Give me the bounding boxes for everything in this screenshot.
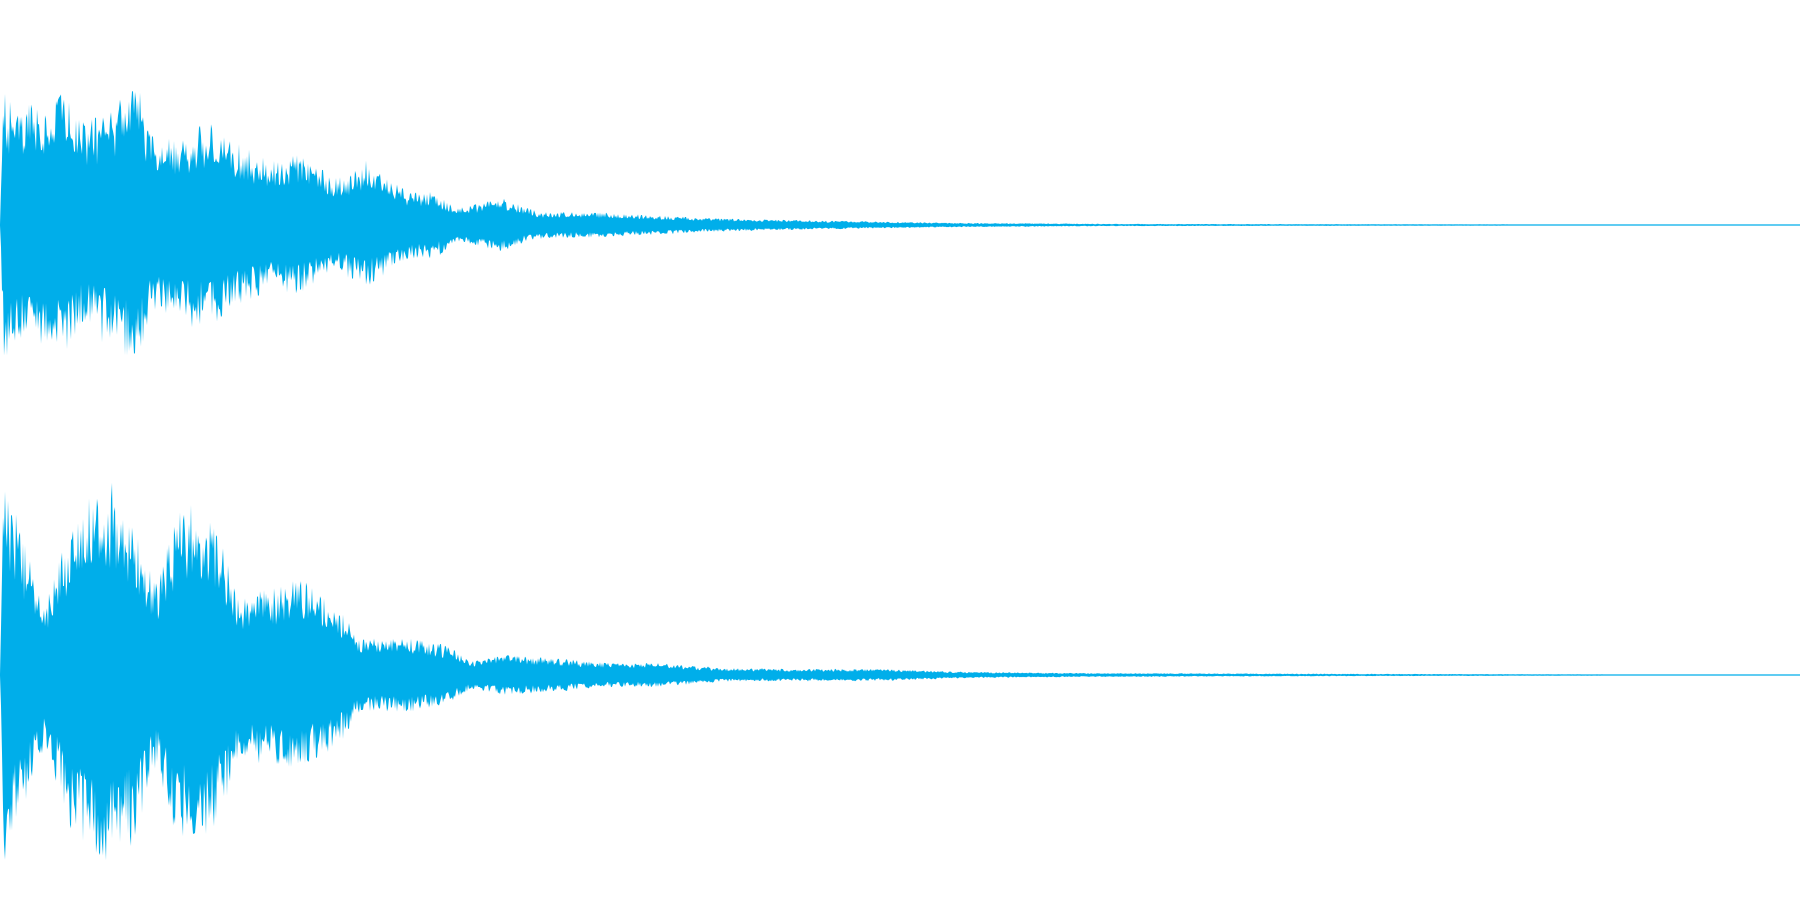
channel-1-waveform (0, 91, 1800, 356)
waveform-channel-2 (0, 482, 1800, 861)
channel-2-waveform (0, 482, 1800, 861)
waveform-channel-1 (0, 91, 1800, 356)
